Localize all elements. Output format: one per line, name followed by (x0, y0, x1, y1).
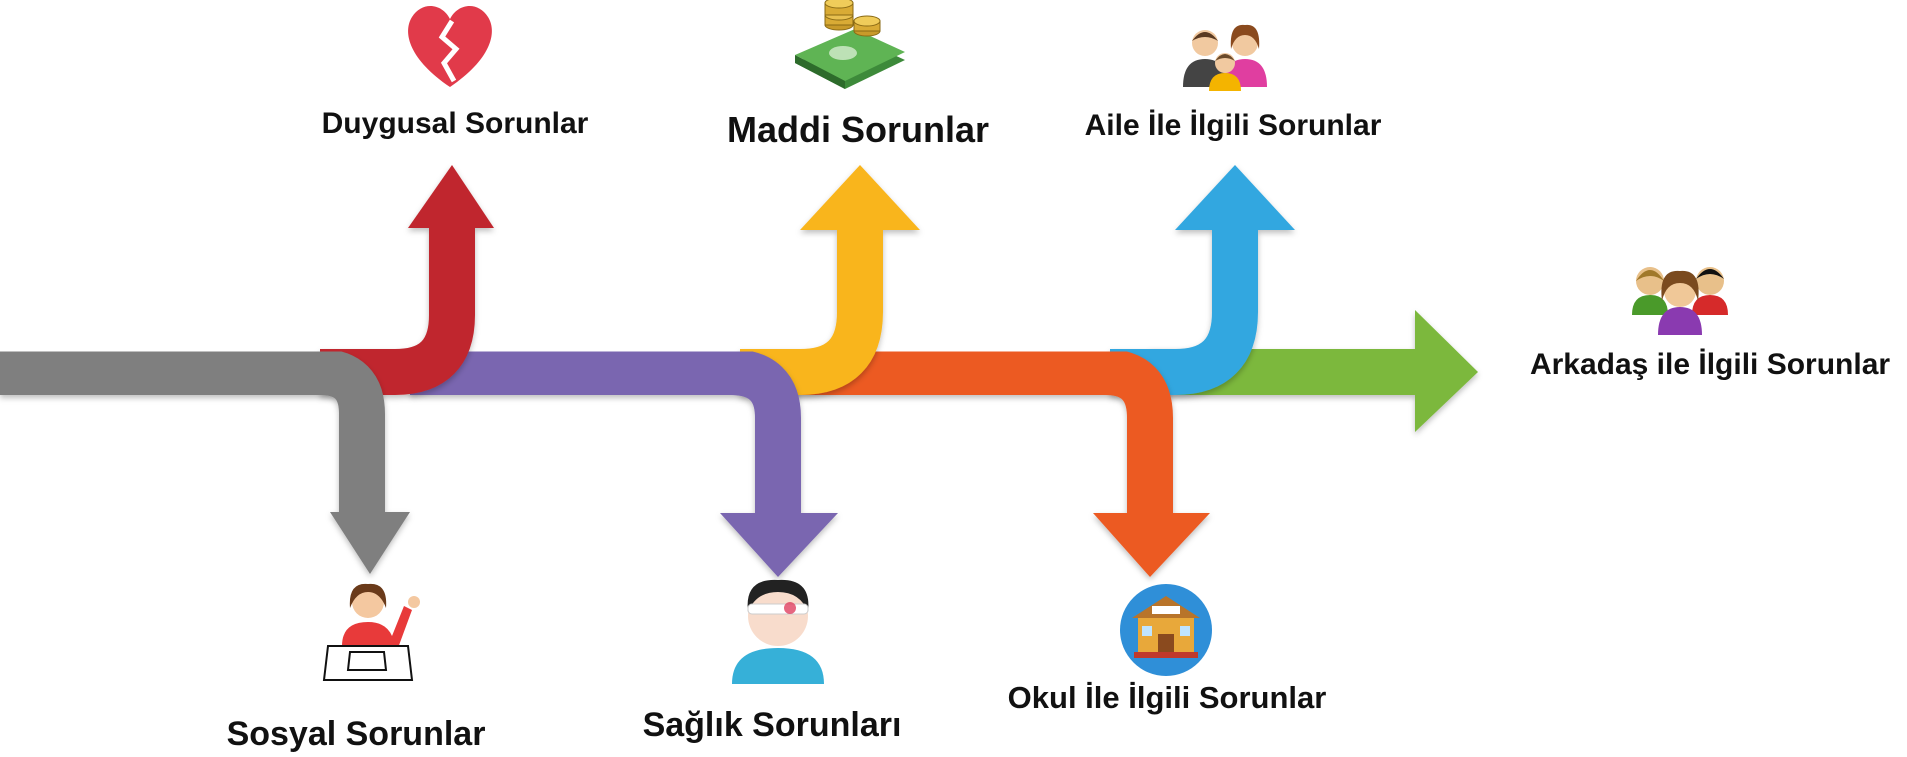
student-icon (322, 583, 420, 681)
label-saglik: Sağlık Sorunları (642, 706, 902, 744)
arrow-maddi (740, 165, 920, 395)
money-icon (795, 0, 905, 89)
arrow-sosyal (0, 349, 410, 574)
label-arkadas: Arkadaş ile İlgili Sorunlar (1529, 348, 1891, 381)
school-icon (1120, 584, 1212, 676)
broken-heart-icon (408, 5, 492, 87)
injured-person-icon (732, 579, 824, 684)
label-okul: Okul İle İlgili Sorunlar (1007, 680, 1327, 715)
arrow-aile (1110, 165, 1295, 395)
arrow-saglik (410, 349, 838, 577)
friends-icon (1632, 267, 1728, 335)
label-aile: Aile İle İlgili Sorunlar (1084, 109, 1382, 142)
label-duygusal: Duygusal Sorunlar (321, 107, 589, 140)
label-maddi: Maddi Sorunlar (726, 109, 990, 150)
label-sosyal: Sosyal Sorunlar (226, 715, 486, 753)
arrow-duygusal (320, 165, 494, 395)
arrow-okul (780, 349, 1210, 577)
family-icon (1183, 24, 1267, 91)
